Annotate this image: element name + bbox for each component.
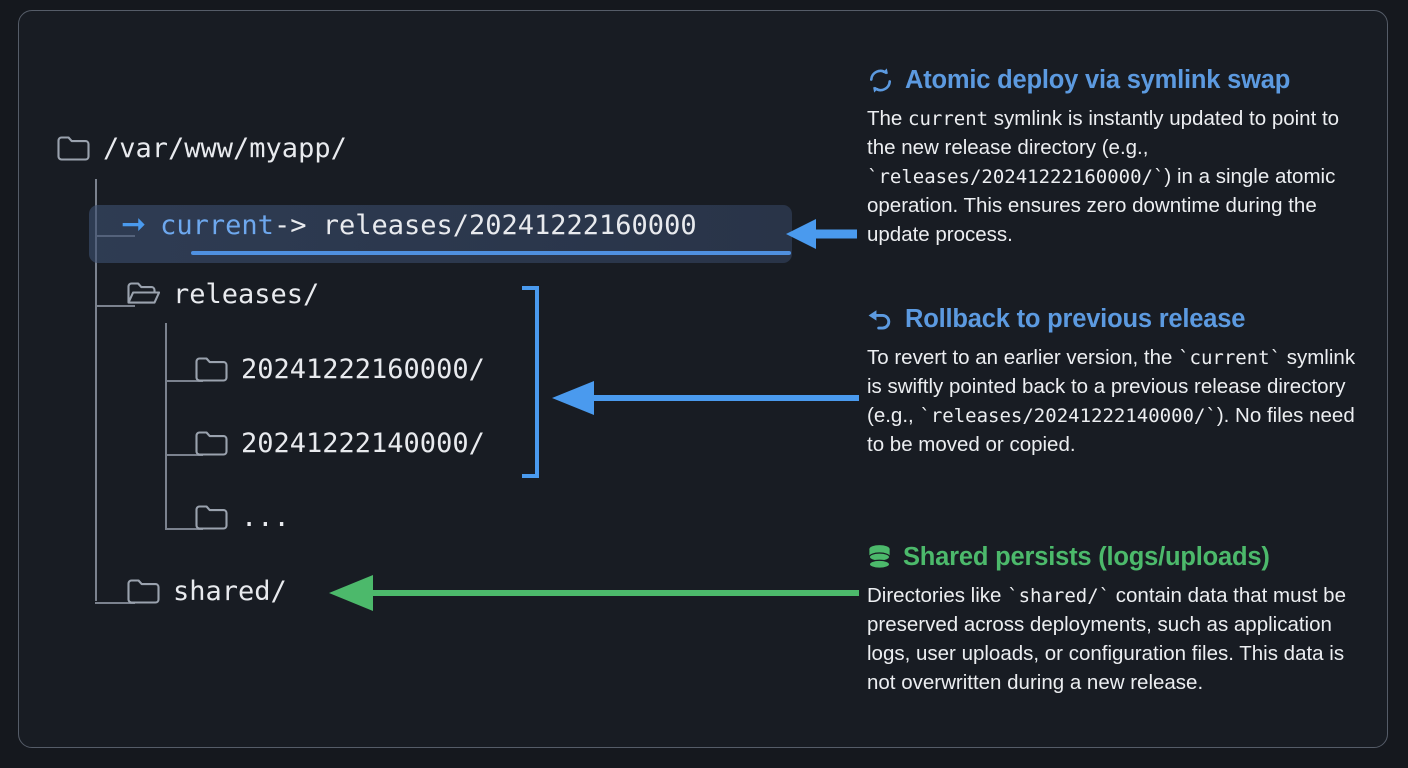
inline-code: `shared/`	[1007, 585, 1111, 607]
tree-connector-sub	[165, 323, 167, 530]
explanation-block-rollback: Rollback to previous release To revert t…	[867, 305, 1363, 459]
inline-code: `releases/20241222140000/`	[919, 405, 1217, 428]
tree-node-label: shared/	[173, 575, 287, 607]
block-body: Directories like `shared/` contain data …	[867, 584, 1346, 695]
block-body: The current symlink is instantly updated…	[867, 107, 1340, 247]
tree-connector-main	[95, 179, 97, 601]
tree-node-release-item[interactable]: 20241222160000/	[194, 355, 485, 383]
folder-closed-icon	[195, 431, 228, 456]
explanation-block-atomic-deploy: Atomic deploy via symlink swap The curre…	[867, 66, 1363, 250]
folder-closed-icon	[127, 579, 160, 604]
block-heading-text: Rollback to previous release	[905, 305, 1246, 333]
folder-closed-icon	[195, 505, 228, 530]
database-icon	[868, 545, 891, 569]
tree-node-label: ...	[241, 501, 290, 533]
tree-node-shared[interactable]: shared/	[126, 577, 287, 605]
folder-closed-icon	[57, 136, 90, 161]
block-heading: Rollback to previous release	[867, 305, 1363, 334]
undo-icon	[868, 310, 891, 330]
arrow-right-icon: ➞	[121, 207, 147, 242]
current-row-underline	[191, 251, 791, 255]
explanation-block-shared: Shared persists (logs/uploads) Directori…	[867, 543, 1363, 697]
tree-connector-release-2	[165, 454, 203, 456]
symlink-target: -> releases/20241222160000	[273, 209, 697, 241]
block-heading: Atomic deploy via symlink swap	[867, 66, 1363, 95]
inline-code: `current`	[1178, 347, 1282, 369]
block-heading-text: Atomic deploy via symlink swap	[905, 66, 1291, 94]
tree-node-label: /var/www/myapp/	[103, 132, 347, 164]
tree-node-release-item[interactable]: ...	[194, 503, 290, 531]
tree-connector-release-1	[165, 380, 203, 382]
tree-node-root[interactable]: /var/www/myapp/	[56, 134, 347, 162]
directory-tree: /var/www/myapp/ ➞ current -> releases/20…	[19, 11, 879, 747]
tree-connector-release-3	[165, 528, 203, 530]
tree-node-release-item[interactable]: 20241222140000/	[194, 429, 485, 457]
tree-node-releases[interactable]: releases/	[126, 280, 319, 308]
sync-icon	[869, 68, 892, 93]
diagram-card: /var/www/myapp/ ➞ current -> releases/20…	[18, 10, 1388, 748]
block-heading-text: Shared persists (logs/uploads)	[903, 543, 1270, 571]
tree-connector-releases	[95, 305, 135, 307]
tree-node-label: 20241222140000/	[241, 427, 485, 459]
symlink-name: current	[160, 209, 274, 241]
folder-open-icon	[127, 282, 160, 304]
block-body: To revert to an earlier version, the `cu…	[867, 346, 1356, 457]
tree-node-current-symlink[interactable]: ➞ current -> releases/20241222160000	[121, 210, 697, 240]
block-heading: Shared persists (logs/uploads)	[867, 543, 1363, 572]
tree-node-label: releases/	[173, 278, 320, 310]
folder-closed-icon	[195, 357, 228, 382]
explanation-panel: Atomic deploy via symlink swap The curre…	[867, 11, 1379, 747]
tree-node-label: 20241222160000/	[241, 353, 485, 385]
inline-code: `releases/20241222160000/`	[867, 166, 1165, 189]
inline-code: current	[908, 108, 989, 130]
tree-connector-shared	[95, 602, 135, 604]
